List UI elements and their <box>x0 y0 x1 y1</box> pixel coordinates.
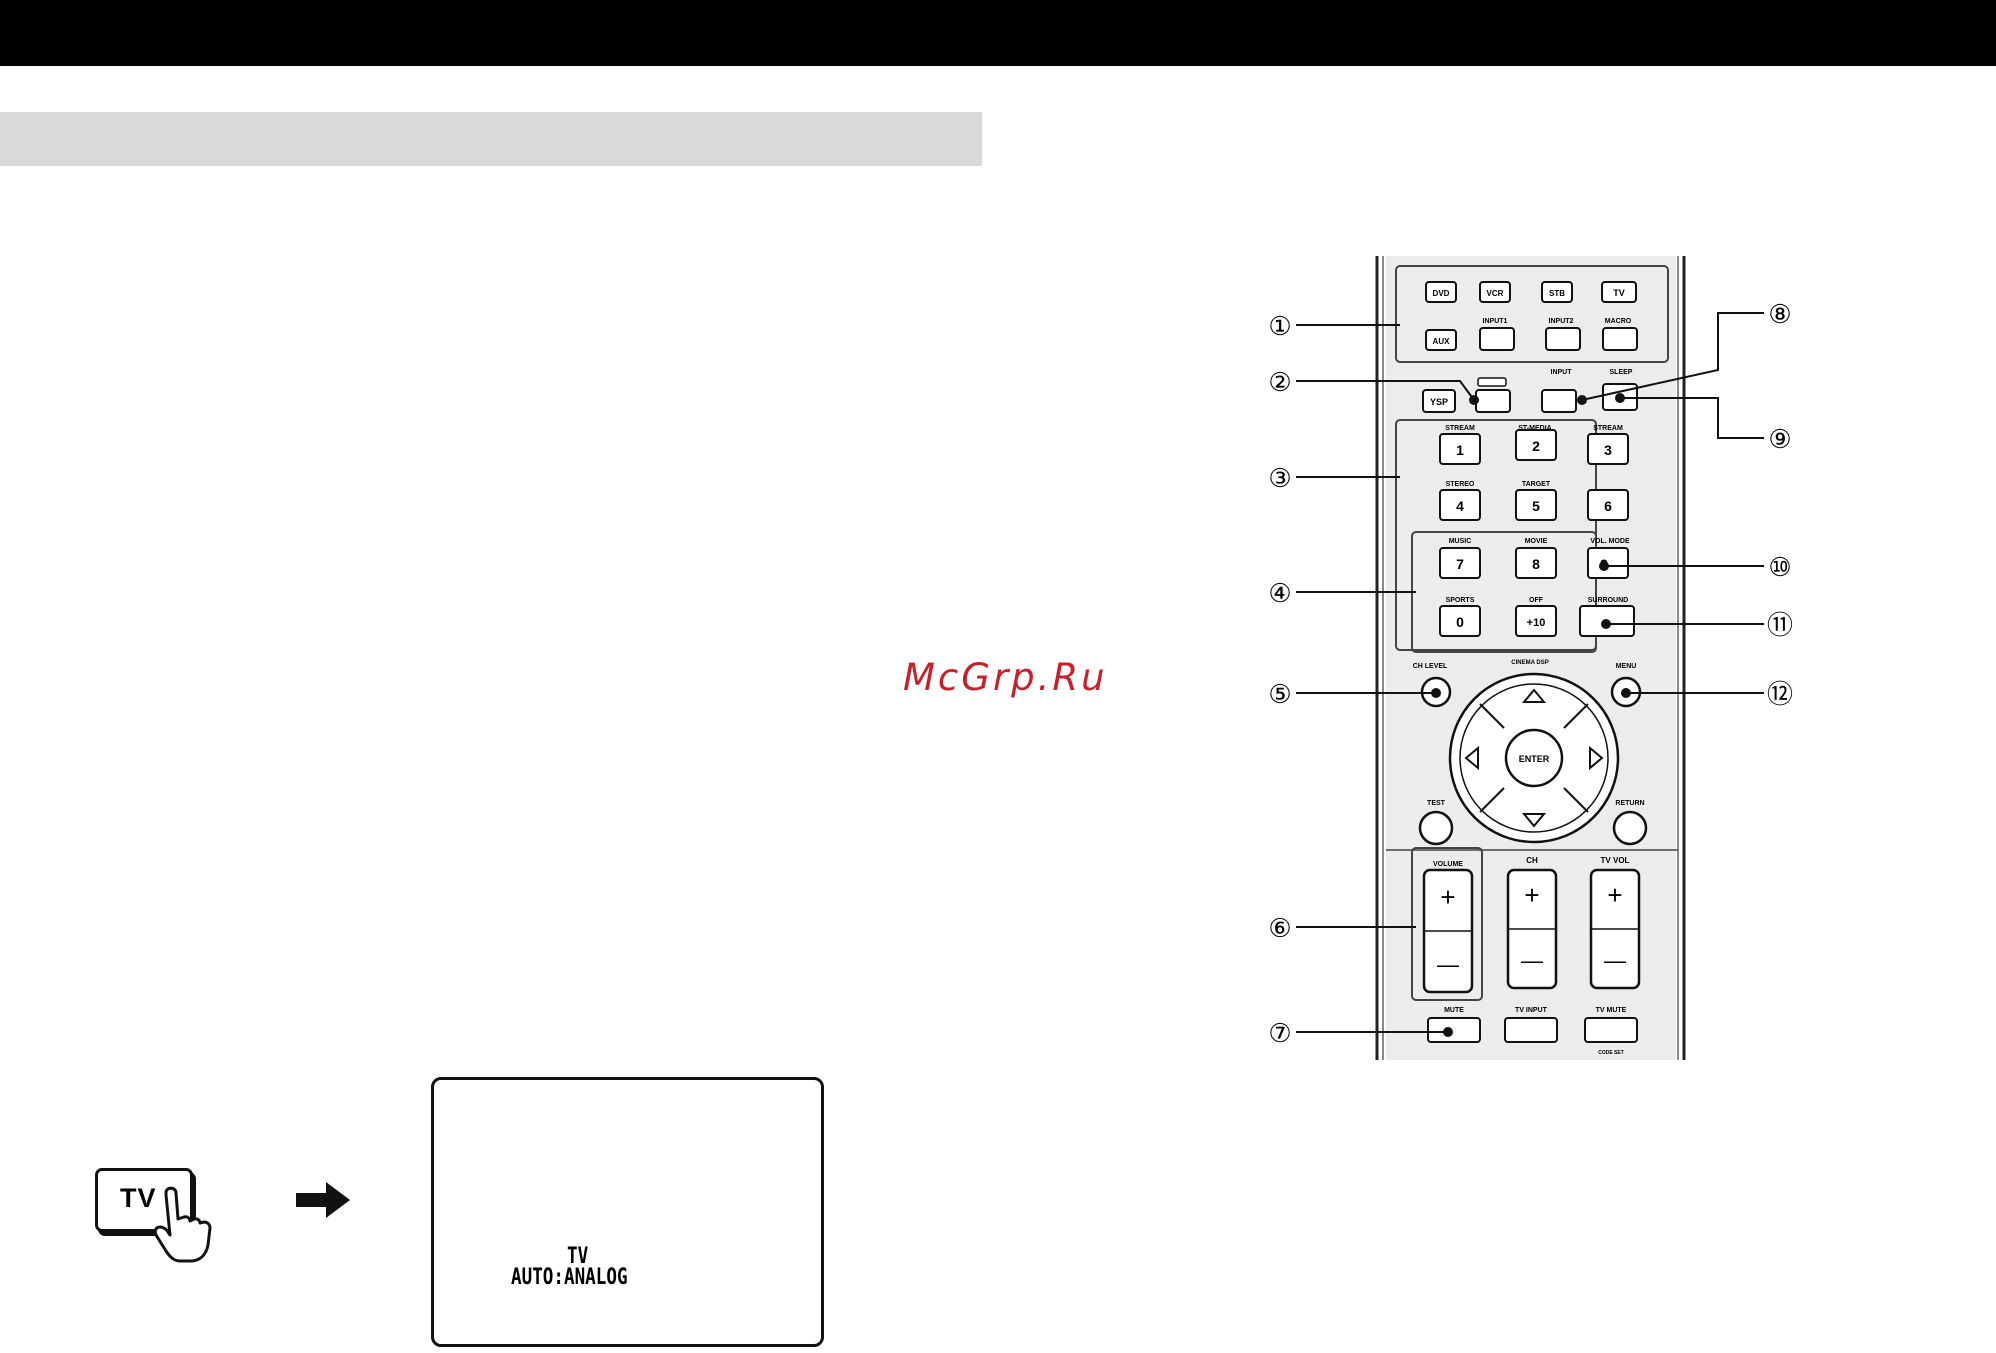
label-surround: SURROUND <box>1588 597 1628 604</box>
section-title-bar <box>0 112 982 166</box>
key-label-aux: AUX <box>1433 337 1451 346</box>
key-plus10: +10 <box>1527 617 1546 629</box>
callout-12: ⑫ <box>1767 679 1793 709</box>
ch-plus: + <box>1524 880 1539 910</box>
label-enter: ENTER <box>1519 754 1550 764</box>
label-test: TEST <box>1427 800 1446 807</box>
label-off: OFF <box>1529 597 1544 604</box>
screen-text-line2: AUTO:ANALOG <box>511 1265 628 1290</box>
key-label-tv: TV <box>1613 288 1625 298</box>
label-sleep: SLEEP <box>1610 369 1633 376</box>
screen-text-line1: TV <box>567 1244 589 1269</box>
label-sports: SPORTS <box>1446 597 1475 604</box>
key-7: 7 <box>1456 556 1464 572</box>
label-input1: INPUT1 <box>1483 318 1508 325</box>
label-stream-1: STREAM <box>1445 425 1475 432</box>
label-tv-mute: TV MUTE <box>1596 1007 1627 1014</box>
label-return: RETURN <box>1615 800 1644 807</box>
tv-screen-display: TV AUTO:ANALOG <box>431 1077 824 1347</box>
label-tv-input: TV INPUT <box>1515 1007 1548 1014</box>
label-code-set: CODE SET <box>1598 1050 1624 1056</box>
callout-10: ⑩ <box>1768 552 1791 582</box>
key-0: 0 <box>1456 614 1464 630</box>
label-stereo: STEREO <box>1446 481 1475 488</box>
callout-1: ① <box>1268 311 1291 341</box>
label-macro: MACRO <box>1605 318 1632 325</box>
key-5: 5 <box>1532 498 1540 514</box>
key-8: 8 <box>1532 556 1540 572</box>
label-stream-3: STREAM <box>1593 425 1623 432</box>
pointing-hand-icon <box>153 1186 212 1263</box>
callout-6: ⑥ <box>1268 913 1291 943</box>
key-4: 4 <box>1456 498 1464 514</box>
label-mute: MUTE <box>1444 1007 1464 1014</box>
label-input-mode: INPUT <box>1551 369 1573 376</box>
callout-5: ⑤ <box>1268 679 1291 709</box>
callout-3: ③ <box>1268 463 1291 493</box>
label-menu: MENU <box>1616 663 1637 670</box>
volume-plus: + <box>1440 882 1455 912</box>
key-label-vcr: VCR <box>1487 289 1504 298</box>
callout-9: ⑨ <box>1768 424 1791 454</box>
callout-2: ② <box>1268 367 1291 397</box>
label-ch: CH <box>1526 856 1538 865</box>
key-2: 2 <box>1532 438 1540 454</box>
right-arrow-icon <box>296 1182 350 1218</box>
label-ch-level: CH LEVEL <box>1413 663 1448 670</box>
key-6: 6 <box>1604 498 1612 514</box>
key-label-dvd: DVD <box>1433 289 1450 298</box>
key-3: 3 <box>1604 442 1612 458</box>
callout-8: ⑧ <box>1768 299 1791 329</box>
label-vol-mode: VOL. MODE <box>1590 538 1630 545</box>
label-movie: MOVIE <box>1525 538 1548 545</box>
volume-minus: — <box>1437 952 1459 977</box>
callout-7: ⑦ <box>1268 1018 1291 1048</box>
tvvol-plus: + <box>1607 880 1622 910</box>
page-header-bar <box>0 0 1996 66</box>
tv-key-label: TV <box>120 1183 157 1213</box>
label-input2: INPUT2 <box>1549 318 1574 325</box>
label-st-media: ST-MEDIA <box>1518 425 1551 432</box>
ch-minus: — <box>1521 948 1543 973</box>
key-label-stb: STB <box>1549 289 1565 298</box>
callout-11: ⑪ <box>1767 610 1793 640</box>
callout-4: ④ <box>1268 578 1291 608</box>
remote-control-illustration: DVD VCR STB TV AUX INPUT1 INPUT2 MACRO Y… <box>1268 256 1793 1060</box>
label-music: MUSIC <box>1449 538 1472 545</box>
label-cinema-dsp: CINEMA DSP <box>1511 660 1548 666</box>
label-tvvol: TV VOL <box>1601 856 1630 865</box>
label-volume: VOLUME <box>1433 861 1463 868</box>
label-target: TARGET <box>1522 481 1551 488</box>
watermark: McGrp.Ru <box>903 656 1108 699</box>
key-1: 1 <box>1456 442 1464 458</box>
input-select-keys: DVD VCR STB TV AUX <box>1425 281 1637 351</box>
tvvol-minus: — <box>1604 948 1626 973</box>
key-label-ysp: YSP <box>1430 397 1448 407</box>
